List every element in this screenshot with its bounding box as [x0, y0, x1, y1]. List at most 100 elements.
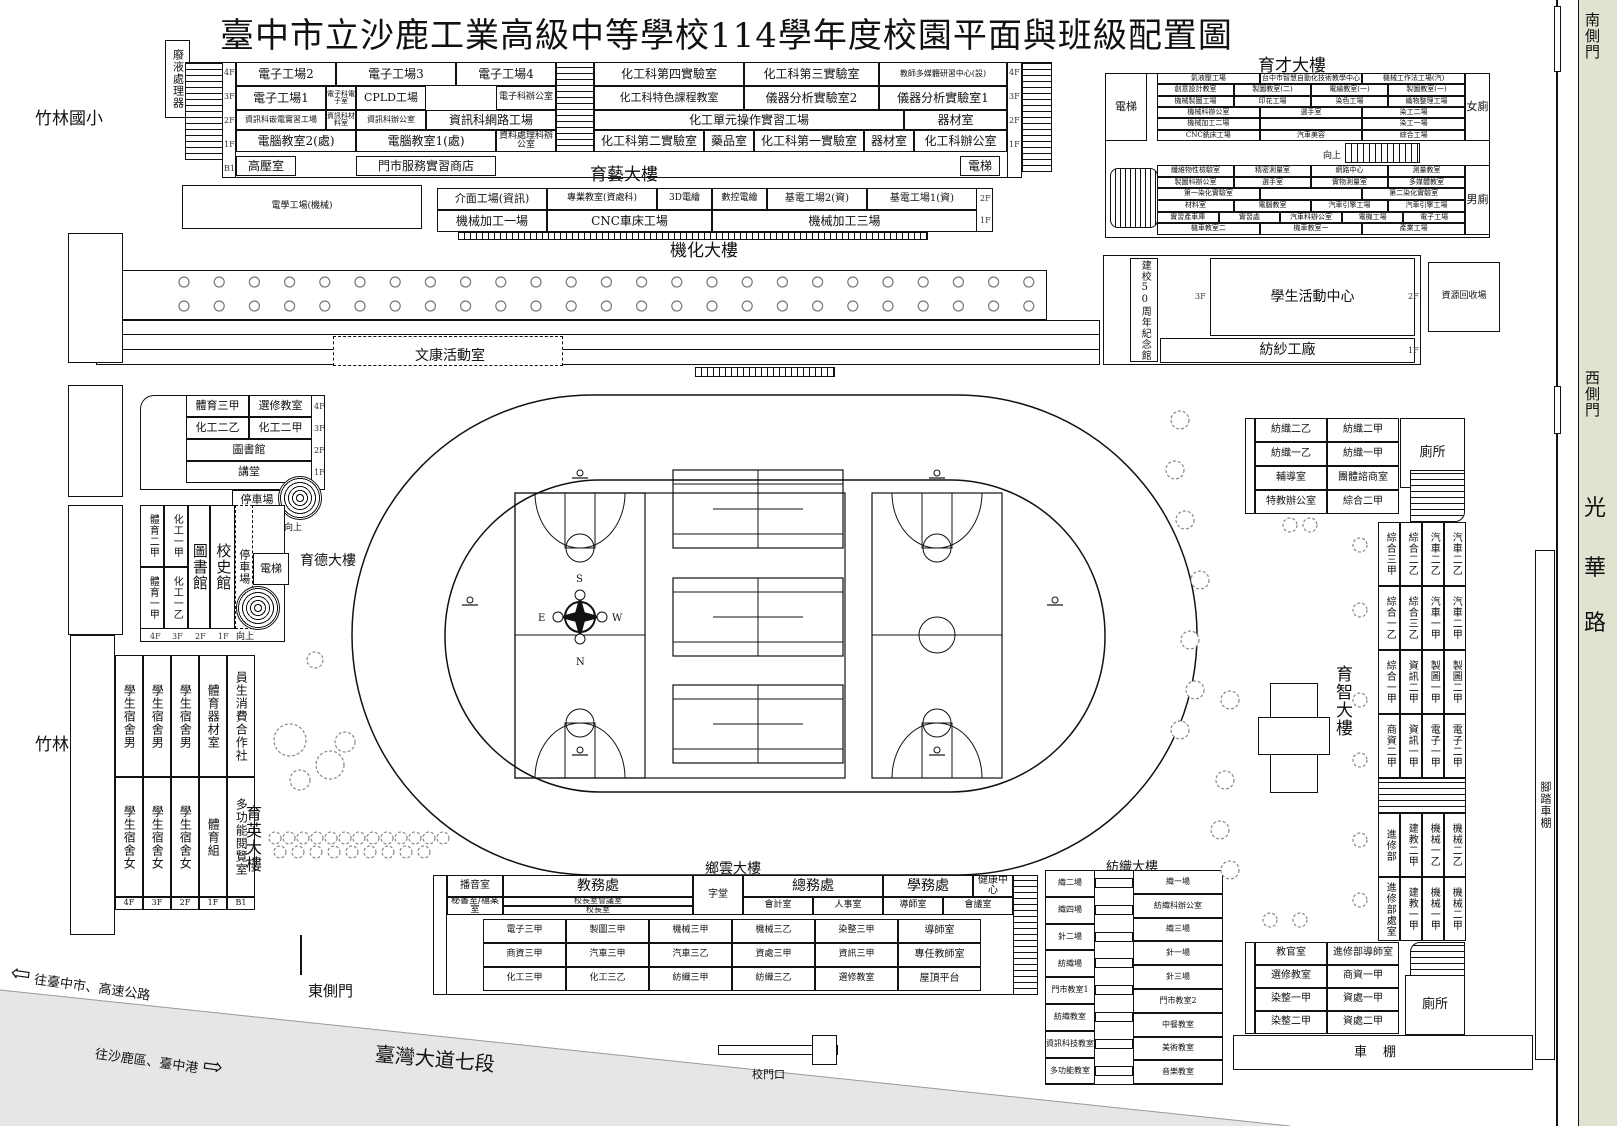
yuyi-r2-c3: CPLD工場: [356, 86, 426, 110]
yuyi-r4-c8: 化工科辦公室: [914, 130, 1007, 152]
tree-icon: [334, 731, 356, 753]
neighbor-school-top: 竹林國小: [35, 109, 103, 129]
three-point-arc: [534, 722, 626, 779]
dorm-room: 學生宿舍女: [115, 777, 143, 897]
xiangyun-stairs: [1013, 875, 1038, 995]
yuyi-r4-c5: 藥品室: [704, 130, 754, 152]
xiangyun-room: 教務處: [503, 875, 693, 897]
yuzhi-room: 輔導室: [1255, 466, 1327, 490]
fangzhi-room: 多功能教室: [1045, 1057, 1095, 1085]
yuzhi-classroom: 汽車二甲: [1444, 586, 1466, 650]
yucai-room: [1259, 188, 1363, 200]
dorm-floor-label: 3F: [143, 897, 171, 910]
yuyi-r3-c4: 資訊科網路工場: [426, 110, 556, 130]
yuyi-rf1: 1F: [1009, 140, 1020, 149]
dorm-room: 員生消費合作社: [227, 655, 255, 777]
yuzhi-stair-mid: [1378, 778, 1466, 813]
yuyi-stairs-right: [1022, 62, 1052, 172]
yucai-up: 向上: [1323, 151, 1342, 161]
yucai-room: 汽車引擎工場: [1311, 200, 1388, 212]
yuyi-r2-c1: 電子工場1: [236, 86, 326, 110]
lamp-icon: [741, 300, 753, 312]
yucai-room: 汽車引擎工場: [1388, 200, 1465, 212]
xiangyun-room: 學務處: [883, 875, 973, 897]
xiangyun-room: 校長室會議室: [503, 897, 693, 906]
tree-icon: [1262, 912, 1278, 928]
yuzhi-classroom: 綜合三甲: [1378, 522, 1400, 586]
xiangyun-room: 校長室: [503, 906, 693, 915]
tree-icon: [1352, 892, 1368, 908]
dorm-room: 學生宿舍男: [115, 655, 143, 777]
dorm-room: 學生宿舍女: [143, 777, 171, 897]
yuyi-r2-c5: 化工科特色課程教室: [594, 86, 744, 110]
lamp-icon: [319, 276, 331, 288]
yuzhi-room: 紡織二甲: [1327, 418, 1399, 442]
lamp-icon: [741, 276, 753, 288]
lamp-icon: [987, 300, 1000, 312]
main-road: [0, 989, 1290, 1126]
yuzhi-room: 資處二甲: [1327, 1011, 1399, 1034]
yuyi-r4-c2: 電腦教室1(處): [356, 130, 496, 152]
wenkang-room: [333, 336, 563, 366]
compass-knob: [574, 633, 586, 645]
tree-canopy: [122, 270, 1047, 320]
tree-icon: [1220, 860, 1240, 880]
xiangyun-classroom: 化工三乙: [566, 967, 649, 991]
tree-icon: [1215, 770, 1235, 790]
yuzhi-classroom: 製圖二甲: [1444, 650, 1466, 714]
xiangyun-room: 人事室: [813, 897, 883, 915]
fangzhi-room: 中餐教室: [1133, 1012, 1223, 1037]
yuyi-b1-store: 門市服務實習商店: [356, 156, 496, 176]
lamp-icon: [389, 300, 401, 312]
yuzhi-room: 團體諮商室: [1327, 466, 1399, 490]
lamp-icon: [424, 276, 436, 288]
jihua-r1-c1: 介面工場(資訊): [437, 188, 547, 210]
tree-icon: [327, 845, 341, 859]
xiangyun-classroom: 汽車三乙: [649, 943, 732, 967]
lamp-icon: [495, 276, 507, 288]
lamp-icon: [882, 276, 894, 288]
yuzhi-room: 選修教室: [1255, 965, 1327, 988]
activity-f3: 3F: [1195, 292, 1206, 301]
yuzhi-room: 資處一甲: [1327, 988, 1399, 1011]
xiangyun-classroom: 屋頂平台: [898, 967, 981, 991]
xiangyun-name: 鄉雲大樓: [705, 861, 761, 877]
lamp-icon: [248, 300, 260, 312]
lamp-icon: [671, 276, 683, 288]
tree-icon: [1352, 752, 1368, 768]
lamp-icon: [424, 300, 436, 312]
tree-icon: [394, 831, 408, 845]
yuzhi-room: 紡織一甲: [1327, 442, 1399, 466]
lamp-icon: [284, 300, 296, 312]
yuyi-floorcol: [222, 62, 236, 178]
yude-r1-c1-label: 體育三甲: [195, 399, 240, 413]
yucai-room: 實習產車庫: [1157, 211, 1219, 224]
yuyi-r1-c3: 電子工場4: [456, 62, 556, 86]
tree-icon: [282, 831, 296, 845]
fangzhi-room: 門市教室1: [1045, 977, 1095, 1004]
tree-icon: [1292, 912, 1308, 928]
yucai-room: 機車教室一: [1259, 223, 1363, 235]
yucai-room: 機械工作法工場(汽): [1362, 73, 1465, 85]
main-gate-box: [812, 1035, 837, 1065]
lamp-icon: [213, 276, 225, 288]
yuzhi-room: 紡織二乙: [1255, 418, 1327, 442]
dorm-room: 學生宿舍男: [171, 655, 199, 777]
yuyi-rf4: 4F: [1009, 68, 1020, 77]
jihua-r1-c5: 基電工場2(資): [767, 188, 867, 210]
memorial-hall: 建校50周年紀念館: [1130, 258, 1158, 362]
yuyi-f3: 3F: [224, 92, 235, 101]
yuyi-r4-c7: 器材室: [864, 130, 914, 152]
yude-up-1: 向上: [284, 523, 303, 533]
fangzhi-room: 紡織科辦公室: [1133, 893, 1223, 918]
yuyi-f2: 2F: [224, 116, 235, 125]
yuyi-stair-mid-1: [556, 62, 594, 152]
yuzhi-classroom: 機械一乙: [1422, 813, 1444, 877]
fangzhi-room: 織二場: [1045, 870, 1095, 897]
yuyi-r4-c1: 電腦教室2(處): [236, 130, 356, 152]
yucai-elevator: 電梯: [1105, 73, 1147, 141]
activity-f1: 1F: [1408, 346, 1419, 355]
lamp-icon: [1023, 276, 1035, 288]
yuzhi-classroom: 汽車一甲: [1422, 586, 1444, 650]
jihua-stairs: [458, 232, 928, 240]
